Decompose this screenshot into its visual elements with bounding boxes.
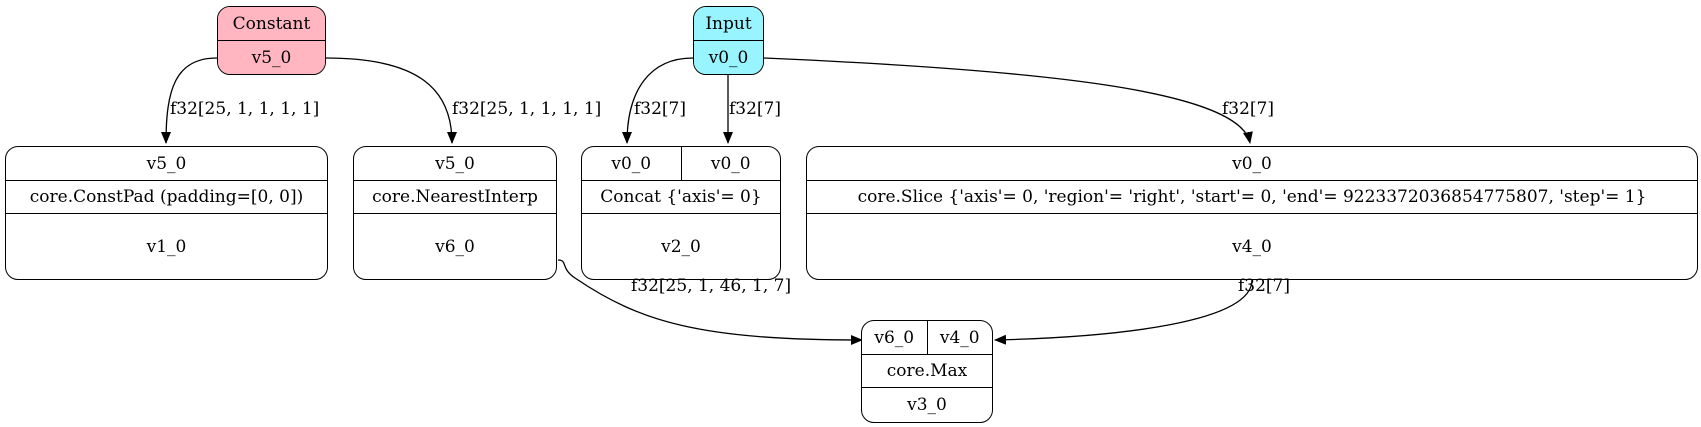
input-node-output: v0_0 (694, 41, 763, 74)
interp-node-output: v6_0 (435, 236, 475, 257)
edge-label-const-to-interp: f32[25, 1, 1, 1, 1] (452, 99, 602, 119)
edge-slice-to-max (994, 279, 1253, 345)
interp-node-op: core.NearestInterp (354, 181, 556, 214)
constpad-node-output: v1_0 (146, 236, 187, 257)
concat-node-input-a: v0_0 (611, 153, 652, 174)
slice-node: v0_0 core.Slice {'axis'= 0, 'region'= 'r… (806, 146, 1698, 280)
edge-input-to-slice (763, 57, 1253, 144)
concat-node-output: v2_0 (661, 236, 701, 257)
edge-constant-to-constpad (161, 57, 218, 144)
edge-constant-to-interp (325, 57, 457, 144)
concat-node-op: Concat {'axis'= 0} (582, 181, 780, 214)
edge-label-input-to-concat-a: f32[7] (634, 99, 687, 119)
concat-node-input-b: v0_0 (680, 147, 781, 180)
edge-input-to-concat-a (622, 57, 694, 144)
edge-label-const-to-pad: f32[25, 1, 1, 1, 1] (170, 99, 320, 119)
concat-node-inputs: v0_0 v0_0 (582, 147, 780, 181)
constant-node-output: v5_0 (218, 41, 325, 74)
max-node: v6_0 v4_0 core.Max v3_0 (861, 320, 993, 423)
constpad-node: v5_0 core.ConstPad (padding=[0, 0]) v1_0 (5, 146, 328, 280)
edge-label-input-to-slice: f32[7] (1222, 99, 1275, 119)
input-node: Input v0_0 (693, 6, 764, 75)
max-node-op: core.Max (862, 355, 992, 388)
slice-node-op: core.Slice {'axis'= 0, 'region'= 'right'… (807, 181, 1697, 214)
constant-node: Constant v5_0 (217, 6, 326, 75)
edge-label-slice-to-max: f32[7] (1238, 276, 1291, 296)
max-node-input-a: v6_0 (874, 327, 915, 348)
edge-label-input-to-concat-b: f32[7] (729, 99, 782, 119)
interp-node-input: v5_0 (354, 147, 556, 181)
edge-label-interp-to-max: f32[25, 1, 46, 1, 7] (631, 276, 792, 296)
slice-node-output: v4_0 (1232, 236, 1272, 257)
constant-node-title: Constant (218, 7, 325, 41)
slice-node-input: v0_0 (807, 147, 1697, 181)
constpad-node-op: core.ConstPad (padding=[0, 0]) (6, 181, 327, 214)
constpad-node-input: v5_0 (6, 147, 327, 181)
max-node-input-b: v4_0 (926, 321, 993, 354)
edge-interp-to-max (557, 259, 863, 345)
max-node-inputs: v6_0 v4_0 (862, 321, 992, 355)
concat-node: v0_0 v0_0 Concat {'axis'= 0} v2_0 (581, 146, 781, 280)
max-node-output: v3_0 (907, 395, 947, 415)
interp-node: v5_0 core.NearestInterp v6_0 (353, 146, 557, 280)
input-node-title: Input (694, 7, 763, 41)
